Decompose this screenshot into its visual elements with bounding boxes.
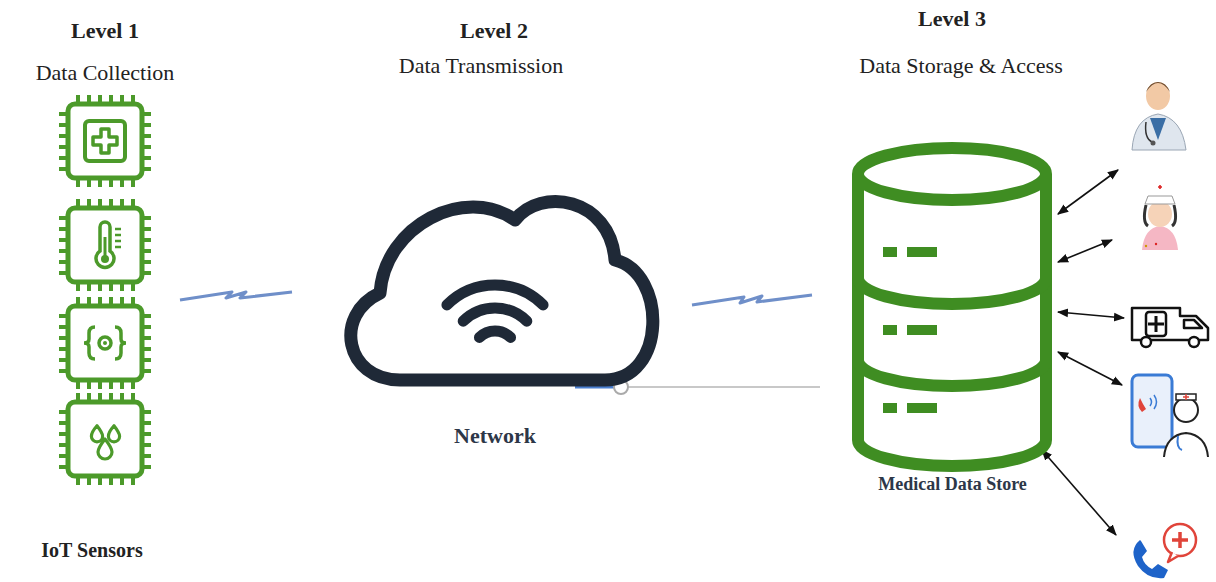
telemedicine-icon xyxy=(1132,375,1208,457)
network-cloud: Network xyxy=(325,165,665,455)
level-heading: Level 2 xyxy=(460,18,528,43)
link-line xyxy=(575,386,820,388)
nurse-icon xyxy=(1142,185,1178,250)
level-heading: Level 1 xyxy=(71,18,139,43)
doctor-icon xyxy=(1132,82,1186,150)
iot-sensor-chips xyxy=(59,95,151,485)
data-store-cylinder: Medical Data Store xyxy=(845,140,1060,500)
level-subtitle: Data Storage & Access xyxy=(859,53,1062,78)
node-label: Network xyxy=(325,423,665,449)
wireless-link xyxy=(692,295,812,305)
access-arrows xyxy=(1042,170,1124,535)
wireless-bolt xyxy=(180,292,292,300)
ambulance-icon xyxy=(1132,308,1208,347)
cloud-outline xyxy=(325,165,665,455)
cylinder-outline xyxy=(845,140,1060,500)
level-heading: Level 3 xyxy=(918,6,986,31)
group-label: IoT Sensors xyxy=(41,539,142,562)
node-label: Medical Data Store xyxy=(845,474,1060,495)
medical-call-icon xyxy=(1133,524,1196,578)
level-subtitle: Data Collection xyxy=(36,60,175,85)
level-subtitle: Data Transmission xyxy=(399,53,563,78)
